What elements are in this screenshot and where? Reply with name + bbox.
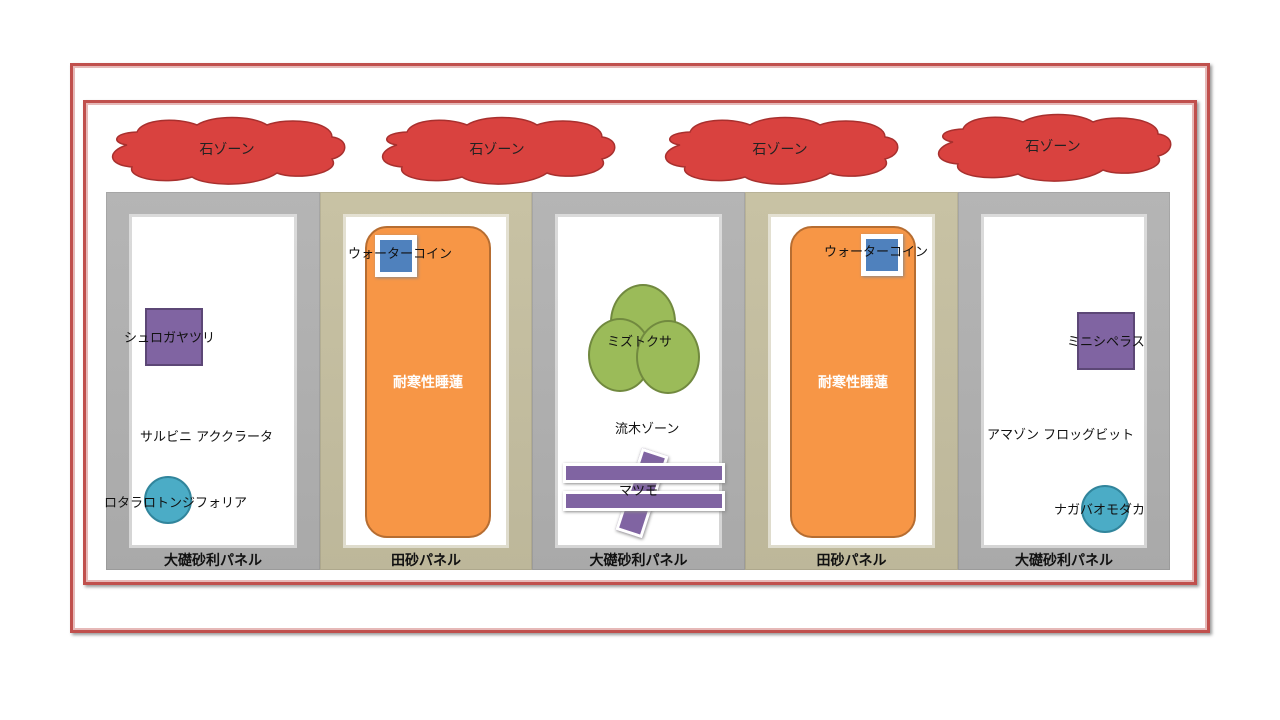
plant-label: ナガバオモダカ — [1054, 503, 1146, 518]
gravel-panel: 大礎砂利パネル — [958, 192, 1170, 570]
stone-zone-cloud: 石ゾーン — [107, 115, 347, 185]
outer-frame — [70, 63, 1210, 633]
plant-label: サルビニ アククラータ — [140, 430, 273, 445]
panel-label: 田砂パネル — [391, 553, 461, 569]
plant-marker-square — [145, 308, 203, 366]
stone-zone-cloud: 石ゾーン — [377, 115, 617, 185]
plant-marker-ellipse — [636, 320, 700, 394]
plant-label: 耐寒性睡蓮 — [393, 375, 463, 391]
plant-marker-square — [1077, 312, 1135, 370]
water-coin-marker — [375, 235, 417, 277]
cloud-label: 石ゾーン — [752, 142, 808, 158]
plant-label: マツモ — [619, 484, 659, 499]
cloud-label: 石ゾーン — [199, 142, 255, 158]
stone-zone-cloud: 石ゾーン — [933, 112, 1173, 182]
cloud-label: 石ゾーン — [1025, 139, 1081, 155]
zone-label: 流木ゾーン — [615, 422, 680, 437]
plant-label: ウォーターコイン — [824, 245, 929, 260]
plant-label: ロタラロトンジフォリア — [104, 496, 248, 511]
plant-label: アマゾン フロッグビット — [987, 428, 1135, 443]
plant-marker-bar — [563, 491, 725, 511]
panel-label: 大礎砂利パネル — [164, 553, 262, 569]
cloud-label: 石ゾーン — [469, 142, 525, 158]
plant-label: 耐寒性睡蓮 — [818, 375, 888, 391]
panel-label: 大礎砂利パネル — [589, 553, 688, 569]
gravel-panel: 大礎砂利パネル — [106, 192, 320, 570]
plant-label: シュロガヤツリ — [124, 331, 216, 346]
plant-marker-circle — [144, 476, 192, 524]
water-lily-area: 耐寒性睡蓮 — [790, 226, 916, 538]
stone-zone-cloud: 石ゾーン — [660, 115, 900, 185]
inner-frame — [83, 100, 1197, 585]
plant-label: ウォーターコイン — [348, 247, 453, 262]
panel-label: 田砂パネル — [816, 553, 887, 569]
water-coin-marker — [861, 234, 903, 276]
panel-label: 大礎砂利パネル — [1015, 553, 1113, 569]
plant-label: ミズトクサ — [607, 335, 673, 350]
plant-marker-circle — [1081, 485, 1129, 533]
plant-label: ミニシペラス — [1067, 335, 1145, 350]
plant-marker-bar — [563, 463, 725, 483]
water-lily-area: 耐寒性睡蓮 — [365, 226, 491, 538]
